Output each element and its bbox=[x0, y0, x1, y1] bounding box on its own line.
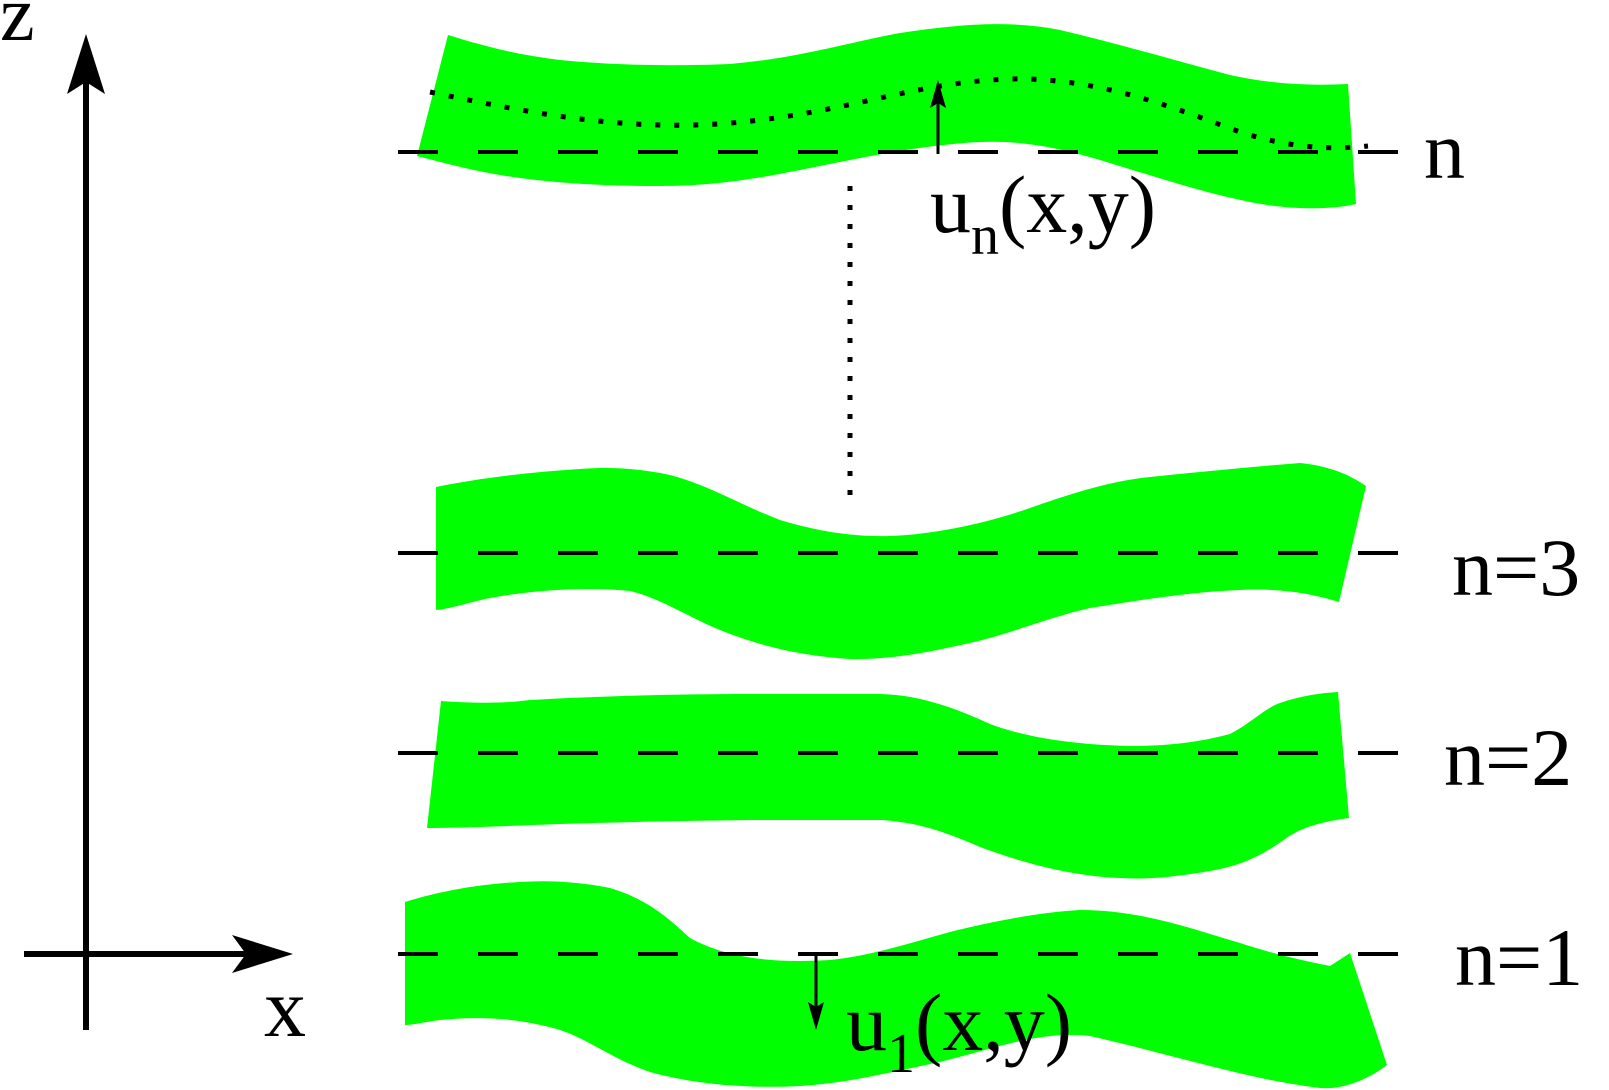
x-axis-arrowhead-icon bbox=[232, 935, 293, 973]
bottom-displacement-subscript: 1 bbox=[887, 1023, 915, 1085]
top-displacement-subscript: n bbox=[971, 205, 999, 267]
z-axis-arrowhead-icon bbox=[67, 34, 105, 94]
layer-label-2: n=2 bbox=[1444, 712, 1572, 803]
membrane-layer-3 bbox=[436, 463, 1366, 660]
membrane-layers bbox=[405, 24, 1387, 1089]
bottom-displacement-args: (x,y) bbox=[915, 977, 1072, 1068]
coordinate-axes bbox=[24, 80, 262, 1030]
z-axis-label: z bbox=[0, 0, 35, 57]
membrane-layer-n bbox=[417, 24, 1356, 209]
layer-label-3: n=3 bbox=[1452, 522, 1580, 613]
bottom-displacement-symbol: u bbox=[846, 977, 887, 1068]
bottom-displacement-label: u1(x,y) bbox=[846, 977, 1072, 1085]
x-axis-label: x bbox=[264, 962, 306, 1055]
layer-label-n: n bbox=[1424, 105, 1465, 196]
displacement-arrows bbox=[808, 80, 946, 1030]
layer-label-1: n=1 bbox=[1455, 912, 1583, 1003]
membrane-layer-2 bbox=[427, 692, 1349, 879]
top-displacement-symbol: u bbox=[930, 159, 971, 250]
membrane-layer-1 bbox=[405, 881, 1387, 1089]
reference-lines bbox=[398, 150, 1398, 956]
top-displacement-label: un(x,y) bbox=[930, 159, 1156, 267]
bottom-displacement-arrowhead-icon bbox=[808, 1002, 824, 1030]
top-displacement-args: (x,y) bbox=[999, 159, 1156, 250]
top-displacement-arrowhead-icon bbox=[930, 80, 946, 108]
top-layer-displacement-curve bbox=[429, 76, 1369, 151]
